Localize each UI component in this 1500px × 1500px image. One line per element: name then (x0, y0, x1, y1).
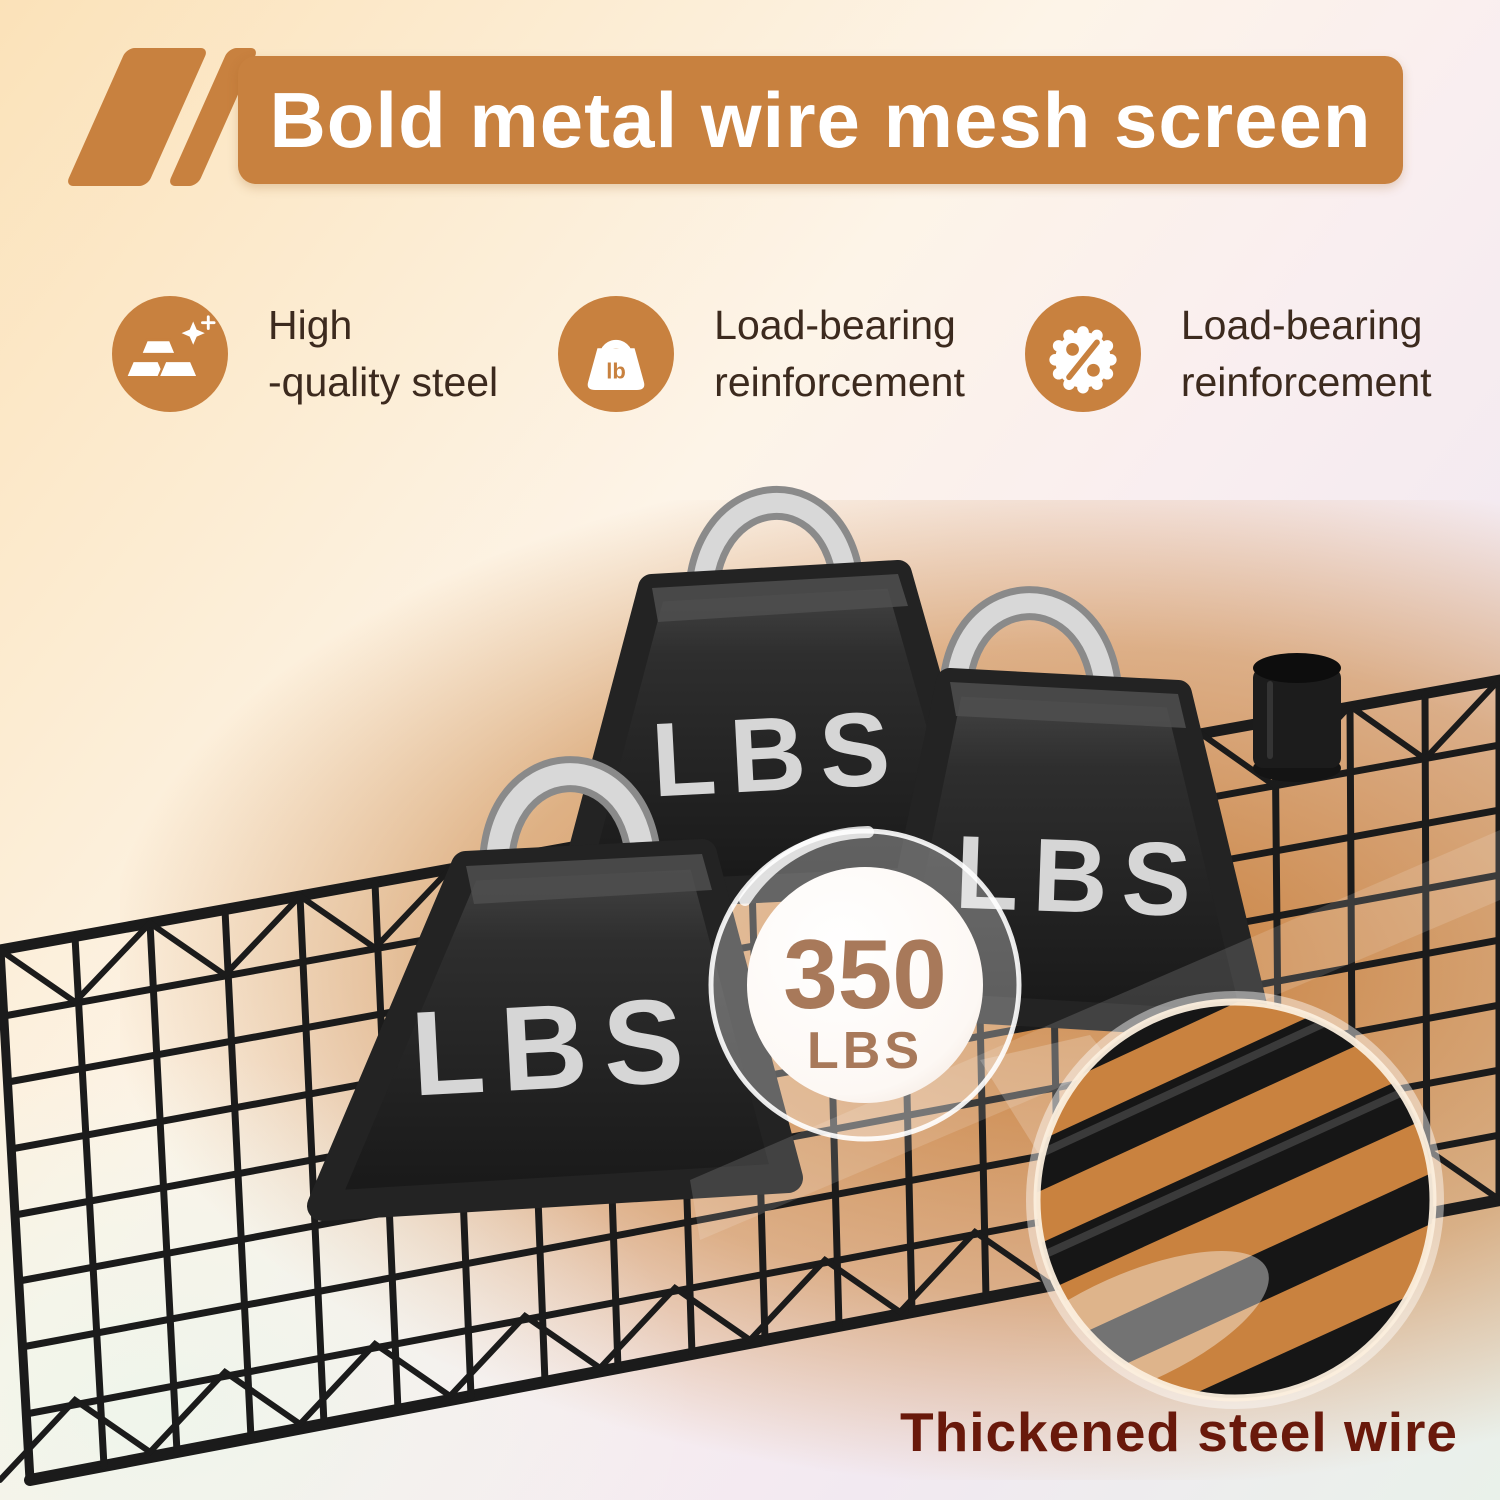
caption-thickened-steel-wire: Thickened steel wire (900, 1401, 1458, 1463)
title-banner: Bold metal wire mesh screen (238, 56, 1403, 184)
feature-item-steel: High -quality steel (112, 296, 498, 412)
page-title: Bold metal wire mesh screen (269, 75, 1372, 164)
load-weight-icon: lb (558, 296, 675, 412)
feature-item-load-bearing-2: Load-bearing reinforcement (1024, 296, 1432, 412)
weight-label: LBS (649, 689, 907, 819)
weight-label: LBS (953, 815, 1207, 940)
post-collar (1253, 653, 1341, 782)
weight-label: LBS (408, 973, 703, 1122)
weight-body (307, 839, 803, 1221)
feature-label-line: reinforcement (714, 359, 965, 405)
capacity-bubble: 350 LBS (708, 826, 1022, 1142)
feature-label-line: High (268, 302, 353, 349)
feature-label-line: -quality steel (268, 359, 499, 405)
wire-detail-magnifier (1026, 991, 1444, 1409)
capacity-value: 350 (783, 919, 947, 1029)
feature-label-line: Load-bearing (1180, 302, 1423, 349)
weight-block-left: LBS (307, 756, 803, 1221)
feature-label: Load-bearing reinforcement (714, 297, 965, 410)
feature-label: Load-bearing reinforcement (1181, 297, 1432, 410)
feature-label-line: Load-bearing (714, 302, 956, 349)
feature-label: High -quality steel (268, 297, 498, 410)
capacity-unit: LBS (807, 1022, 923, 1080)
feature-item-load-bearing-1: lb Load-bearing reinforcement (558, 296, 965, 412)
feature-label-line: reinforcement (1180, 359, 1432, 405)
gold-bars-icon (112, 296, 228, 412)
weight-unit-glyph: lb (606, 358, 626, 383)
reinforced-badge-icon (1024, 296, 1141, 412)
feature-list: High -quality steel lb Load-bearing rein… (112, 296, 1432, 412)
